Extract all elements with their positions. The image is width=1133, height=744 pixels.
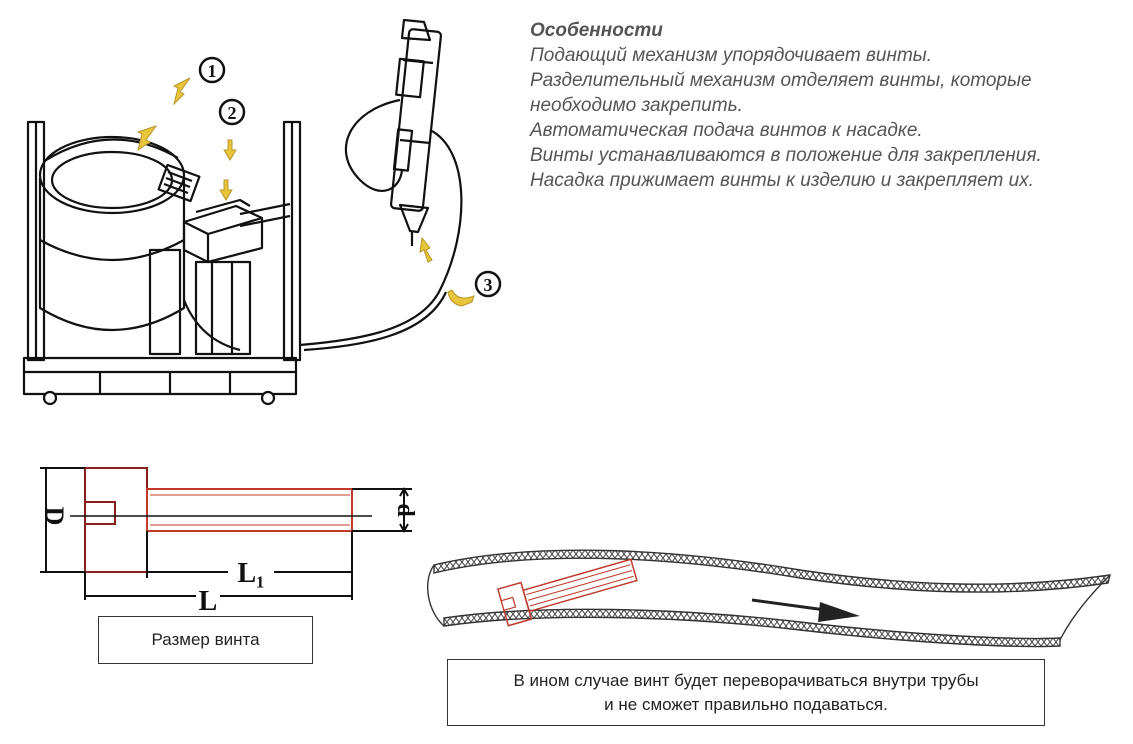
screwdriver: [389, 18, 443, 246]
dimension-label-D: D: [40, 507, 69, 526]
arrow-yellow: [172, 77, 191, 106]
screw-feeder-machine-illustration: 1 2 3: [22, 18, 502, 406]
tilted-screw: [496, 558, 638, 627]
svg-text:1: 1: [208, 61, 217, 81]
arrow-yellow: [219, 179, 233, 201]
feature-line: Винты устанавливаются в положение для за…: [530, 145, 1042, 166]
arrow-yellow: [223, 139, 237, 161]
step-marker-3: 3: [474, 270, 502, 298]
tube-wall: [427, 549, 1111, 648]
dimension-label-L: L: [199, 586, 218, 615]
arrow-yellow: [419, 236, 433, 263]
step-marker-2: 2: [218, 98, 246, 126]
step-marker-1: 1: [198, 56, 226, 84]
arrow-yellow: [136, 125, 158, 152]
feed-tube-illustration: [427, 549, 1111, 648]
feed-hose: [299, 129, 463, 347]
feature-line: необходимо закрепить.: [530, 95, 743, 116]
direction-arrow: [751, 598, 860, 622]
svg-text:2: 2: [228, 103, 237, 123]
screw-size-caption-text: Размер винта: [151, 630, 260, 649]
machine-base: [22, 356, 298, 396]
vibrating-bowl: [38, 135, 186, 215]
feature-line: Насадка прижимает винты к изделию и закр…: [530, 170, 1034, 191]
separator-block: [182, 204, 264, 264]
screw-dimension-diagram: D d L₁ L: [40, 467, 418, 615]
dimension-label-d: d: [392, 503, 418, 517]
feature-line: Подающий механизм упорядочивает винты.: [530, 45, 933, 66]
features-title: Особенности: [530, 20, 663, 41]
warning-caption-line: и не сможет правильно подаваться.: [604, 695, 888, 714]
screw-shank: [146, 488, 353, 532]
warning-caption-line: В ином случае винт будет переворачиватьс…: [513, 671, 979, 690]
svg-text:3: 3: [484, 275, 493, 295]
feature-line: Автоматическая подача винтов к насадке.: [530, 120, 923, 141]
screw-size-caption: Размер винта: [98, 616, 313, 664]
features-text-block: Особенности Подающий механизм упорядочив…: [530, 18, 1120, 193]
dimension-label-L1: L₁: [237, 558, 264, 589]
feature-line: Разделительный механизм отделяет винты, …: [530, 70, 1032, 91]
arrow-yellow: [447, 289, 475, 307]
warning-caption: В ином случае винт будет переворачиватьс…: [447, 659, 1045, 726]
